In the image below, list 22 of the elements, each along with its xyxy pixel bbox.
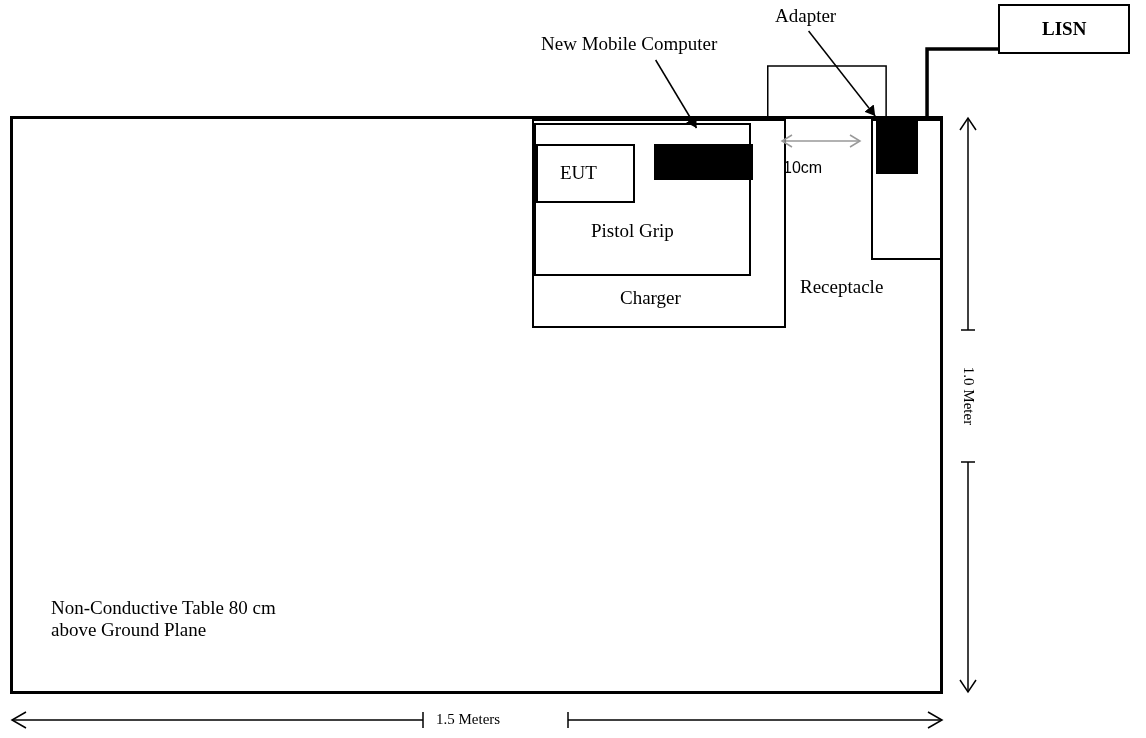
label-text: Adapter xyxy=(775,5,837,27)
receptacle-label: Receptacle xyxy=(800,276,884,298)
adapter-block xyxy=(876,121,918,174)
dimension-label: 10cm xyxy=(783,159,823,178)
mobile-computer-bar xyxy=(654,144,753,180)
box-label: Non-Conductive Table 80 cm above Ground Plane xyxy=(51,597,277,641)
dimension-label: 1.5 Meters xyxy=(436,711,501,729)
box-label: EUT xyxy=(560,162,597,184)
box-label: Charger xyxy=(620,287,681,309)
box-label: LISN xyxy=(1042,18,1087,40)
label-text: New Mobile Computer xyxy=(541,33,718,55)
box-label: Pistol Grip xyxy=(591,220,674,242)
leader-arrow xyxy=(654,59,698,129)
receptacle-box xyxy=(871,119,943,260)
leader-arrow xyxy=(807,30,876,117)
eut-box xyxy=(536,144,635,203)
pistol-grip-box xyxy=(534,123,751,276)
table-outline xyxy=(10,116,943,694)
lisn-box xyxy=(998,4,1130,54)
cable-line xyxy=(925,47,998,116)
cable-line xyxy=(767,65,887,117)
charger-box xyxy=(532,119,786,328)
